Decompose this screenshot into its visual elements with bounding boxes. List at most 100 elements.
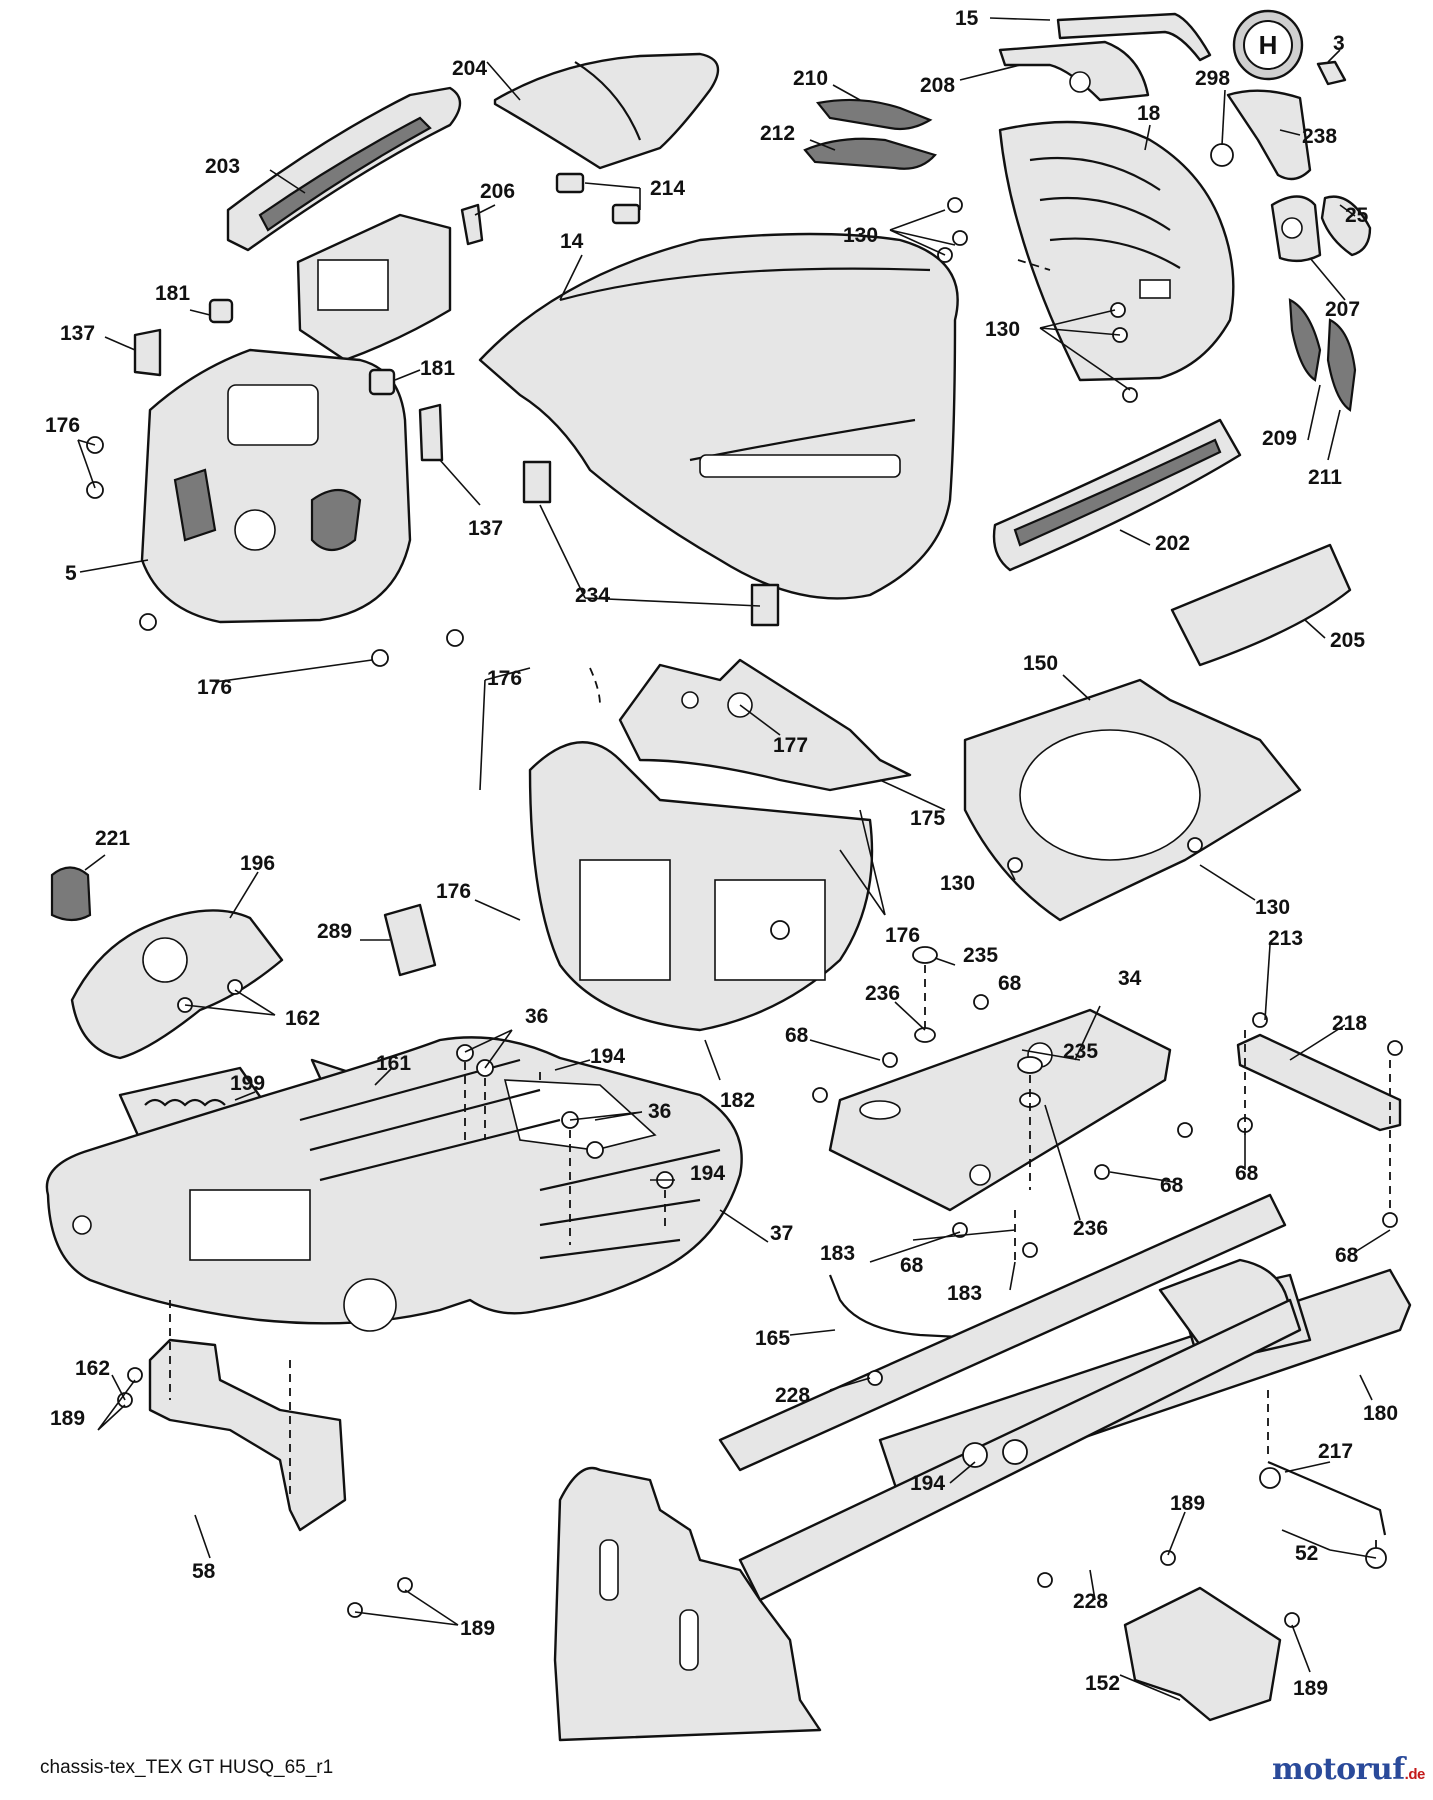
- part-181-nut-a: [208, 298, 234, 324]
- callout-68-f: 68: [1335, 1244, 1359, 1267]
- part-234-decal-b: [750, 583, 780, 627]
- callout-3: 3: [1333, 32, 1345, 55]
- part-210-grille: [815, 98, 933, 131]
- part-58-bracket: [148, 1338, 347, 1532]
- callout-176-b: 176: [197, 676, 232, 699]
- part-137-bracket-b: [418, 403, 444, 462]
- part-199-pattern: [144, 1098, 226, 1107]
- callout-213: 213: [1268, 927, 1303, 950]
- callout-15: 15: [955, 7, 979, 30]
- diagram-footer-code: chassis-tex_TEX GT HUSQ_65_r1: [40, 1757, 334, 1778]
- callout-182: 182: [720, 1089, 755, 1112]
- part-208-bracket: [998, 40, 1150, 102]
- callout-14: 14: [560, 230, 584, 253]
- watermark-logo: motoruf.de: [1272, 1752, 1425, 1787]
- part-203-mesh: [258, 116, 432, 232]
- callout-208: 208: [920, 74, 955, 97]
- callout-236-b: 236: [1073, 1217, 1108, 1240]
- callout-176-d: 176: [436, 880, 471, 903]
- part-34-slot: [859, 1100, 901, 1120]
- callout-189-c: 189: [460, 1617, 495, 1640]
- part-212-grille: [803, 137, 937, 170]
- callout-37: 37: [770, 1222, 793, 1245]
- callout-189-a: 189: [50, 1407, 85, 1430]
- part-207-lens: [1281, 217, 1303, 239]
- part-3-emblem: [1316, 60, 1347, 86]
- callout-209: 209: [1262, 427, 1297, 450]
- part-176-fastener-c: [139, 613, 157, 631]
- callout-161: 161: [376, 1052, 411, 1075]
- callout-5: 5: [65, 562, 77, 585]
- part-208-hole: [1069, 71, 1091, 93]
- callout-207: 207: [1325, 298, 1360, 321]
- callout-181-b: 181: [420, 357, 455, 380]
- part-214-clip-b: [611, 203, 641, 225]
- part-217-rod: [1267, 1460, 1387, 1536]
- callout-176-e: 176: [885, 924, 920, 947]
- callout-218: 218: [1332, 1012, 1367, 1035]
- part-15-trim: [1056, 12, 1212, 62]
- callout-204: 204: [452, 57, 487, 80]
- part-37-hole-b: [343, 1278, 397, 1332]
- callout-58: 58: [192, 1560, 216, 1583]
- callout-236-a: 236: [865, 982, 900, 1005]
- part-180-frame-rail-b: [718, 1193, 1287, 1472]
- logo-letter: H: [1259, 30, 1278, 60]
- part-14-vent: [699, 454, 901, 478]
- callout-228-b: 228: [1073, 1590, 1108, 1613]
- callout-194-b: 194: [690, 1162, 725, 1185]
- part-209-grille: [1288, 298, 1322, 382]
- part-37-plate: [189, 1189, 311, 1261]
- callout-130-d: 130: [1255, 896, 1290, 919]
- callout-165: 165: [755, 1327, 790, 1350]
- part-206-bolt: [460, 203, 484, 246]
- part-218-bracket: [1236, 1033, 1402, 1132]
- callout-34: 34: [1118, 967, 1142, 990]
- callout-211: 211: [1308, 466, 1342, 489]
- part-176-fastener-b: [86, 481, 104, 499]
- callout-68-d: 68: [1160, 1174, 1184, 1197]
- callout-176-c: 176: [487, 667, 522, 690]
- part-176-fastener-e: [446, 629, 464, 647]
- callout-130-a: 130: [843, 224, 878, 247]
- part-235-spacer-a: [912, 946, 938, 964]
- callout-234: 234: [575, 584, 610, 607]
- part-238-headlight-trim: [1226, 89, 1312, 181]
- part-176-fastener-d: [371, 649, 389, 667]
- callout-189-b: 189: [1170, 1492, 1205, 1515]
- part-202-grille: [1013, 438, 1222, 547]
- callout-194-c: 194: [910, 1472, 945, 1495]
- callout-289: 289: [317, 920, 352, 943]
- callout-137-a: 137: [60, 322, 95, 345]
- callout-238: 238: [1302, 125, 1337, 148]
- part-5-dash: [140, 348, 412, 624]
- callout-68-a: 68: [998, 972, 1022, 995]
- callout-18: 18: [1137, 102, 1161, 125]
- part-204-ridge: [574, 61, 642, 141]
- callout-194-a: 194: [590, 1045, 625, 1068]
- callouts: 15 3 204 210 208 298 18 238 203 212 214 …: [45, 7, 1398, 1700]
- part-18-detail: [1029, 156, 1181, 269]
- callout-235-a: 235: [963, 944, 998, 967]
- part-204-hood-cover: [493, 52, 720, 170]
- part-152-guard: [1123, 1586, 1282, 1722]
- callout-162-b: 162: [75, 1357, 110, 1380]
- part-182-bolt: [770, 920, 790, 940]
- part-181-nut-b: [368, 368, 396, 396]
- callout-183-b: 183: [947, 1282, 982, 1305]
- callout-205: 205: [1330, 629, 1365, 652]
- part-221-decal: [50, 866, 92, 922]
- callout-176-a: 176: [45, 414, 80, 437]
- leader-lines: [77, 17, 1391, 1701]
- part-298-nut: [1210, 143, 1234, 167]
- callout-181-a: 181: [155, 282, 190, 305]
- callout-25: 25: [1345, 204, 1369, 227]
- callout-228-a: 228: [775, 1384, 810, 1407]
- part-236-spacer-a: [914, 1027, 936, 1043]
- part-289-holder: [383, 903, 437, 977]
- part-137-bracket: [133, 328, 162, 377]
- part-180-slot-b: [679, 1609, 699, 1671]
- callout-130-c: 130: [940, 872, 975, 895]
- callout-177: 177: [773, 734, 808, 757]
- part-206-window: [317, 259, 389, 311]
